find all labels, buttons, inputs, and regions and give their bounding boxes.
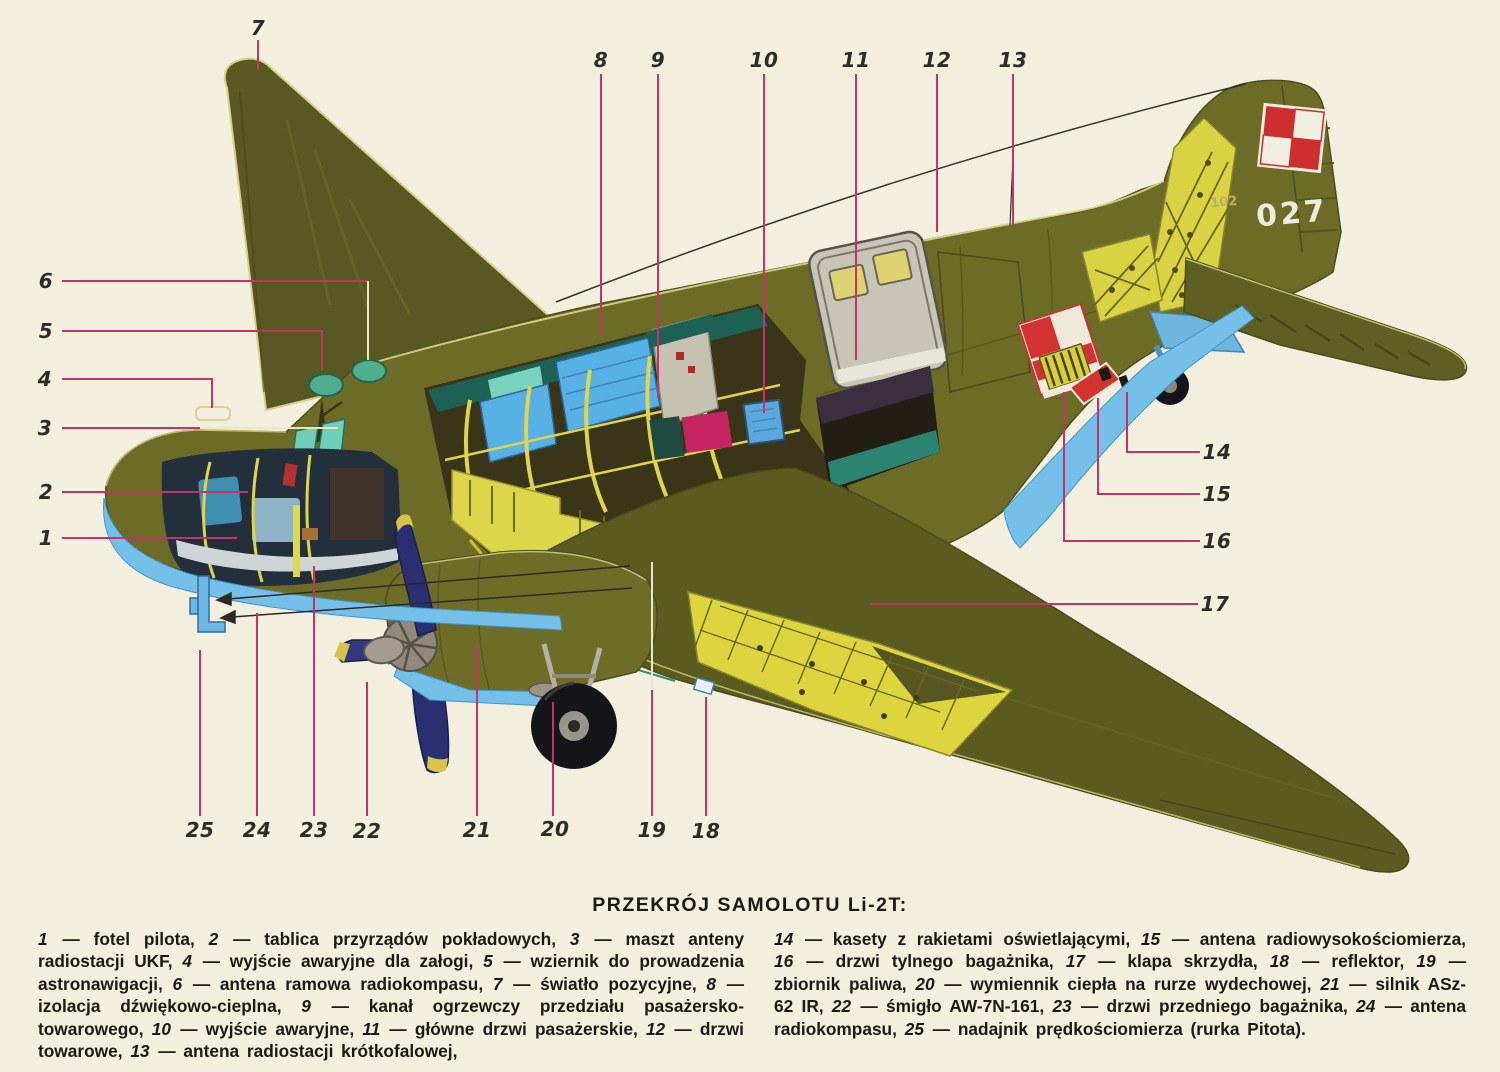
landing-light [692,676,716,696]
legend-item-13: 13 — antena radiostacji krótkofalowej, [130,1041,458,1062]
legend-item-11: 11 — główne drzwi pasażerskie, [362,1018,646,1039]
emergency-exit-panel [742,398,786,446]
belly-arrows [215,565,633,625]
callout-number-15: 15 [1202,482,1232,506]
legend-item-25: 25 — nadajnik prędkościomierza (rurka Pi… [904,1018,1306,1039]
legend-item-8: 8 — izolacja dźwiękowo-cieplna, [38,973,745,1017]
callout-number-2: 2 [38,480,54,504]
legend-item-6: 6 — antena ramowa radiokompasu, [172,973,493,994]
tail-code: 102 [1210,194,1238,211]
callout-number-4: 4 [37,367,53,391]
callout-number-6: 6 [38,269,54,293]
callout-number-25: 25 [185,818,215,842]
flap-cutaway [687,590,1014,757]
legend-item-7: 7 — światło pozycyjne, [492,973,707,994]
legend-item-3: 3 — maszt anteny radiostacji UKF, [38,929,744,972]
callout-number-14: 14 [1202,440,1232,464]
legend-title: PRZEKRÓJ SAMOLOTU Li-2T: [592,894,908,916]
callout-number-9: 9 [650,48,666,72]
callout-number-17: 17 [1200,592,1230,616]
legend-item-21: 21 — silnik ASz-62 IR, [774,973,1466,1017]
callout-number-1: 1 [38,526,54,550]
cockpit-cutaway [161,448,402,586]
legend-item-22: 22 — śmigło AW-7N-161, [831,996,1053,1017]
legend-item-19: 19 — zbiornik paliwa, [774,951,1466,994]
legend-item-17: 17 — klapa skrzydła, [1065,951,1270,972]
legend-item-16: 16 — drzwi tylnego bagażnika, [774,951,1066,972]
legend-item-23: 23 — drzwi przedniego bagażnika, [1052,996,1357,1017]
legend-item-1: 1 — fotel pilota, [38,929,209,949]
callout-number-22: 22 [352,819,382,843]
legend-item-10: 10 — wyjście awaryjne, [151,1018,363,1039]
pitot-tube [189,575,226,633]
legend-column-left: 1 — fotel pilota, 2 — tablica przyrządów… [38,928,744,1062]
passenger-door-open [808,230,948,390]
legend-item-15: 15 — antena radiowysokościomierza, [1140,929,1466,949]
callout-number-13: 13 [998,48,1028,72]
callout-number-20: 20 [540,817,570,841]
legend-item-2: 2 — tablica przyrządów pokładowych, [208,929,570,949]
callout-number-5: 5 [38,319,54,343]
callout-number-12: 12 [922,48,952,72]
legend-item-24: 24 — antena radiokompasu, [774,996,1466,1039]
legend-item-20: 20 — wymiennik ciepła na rurze wydechowe… [915,973,1321,994]
legend-column-right: 14 — kasety z rakietami oświetlającymi, … [774,928,1466,1040]
callout-number-18: 18 [691,819,721,843]
callout-number-7: 7 [250,16,266,40]
doors [742,230,1130,492]
callout-number-16: 16 [1202,529,1232,553]
belly-details [103,305,1255,633]
callout-number-8: 8 [593,48,609,72]
callout-number-11: 11 [841,48,871,72]
callout-number-23: 23 [299,818,329,842]
legend-item-9: 9 — kanał ogrzewczy przedziału pasażersk… [38,996,744,1039]
callout-number-19: 19 [637,818,667,842]
legend-item-14: 14 — kasety z rakietami oświetlającymi, [774,929,1141,949]
legend-item-12: 12 — drzwi towarowe, [38,1018,744,1062]
tail-number: 027 [1255,193,1329,234]
callout-number-24: 24 [242,818,272,842]
callout-number-3: 3 [37,416,53,440]
callout-lines [62,40,1200,816]
fin-truss-cutaway [1081,116,1237,323]
legend-item-5: 5 — wziernik do prowadzenia astronawigac… [38,951,744,994]
checkerboard-insignia [1257,102,1328,174]
callout-number-21: 21 [462,818,492,842]
callout-number-10: 10 [749,48,779,72]
legend-item-4: 4 — wyjście awaryjne dla załogi, [182,951,484,972]
legend-item-18: 18 — reflektor, [1269,951,1417,972]
near-wing [498,467,1410,873]
tail: 027 102 [1081,85,1468,405]
